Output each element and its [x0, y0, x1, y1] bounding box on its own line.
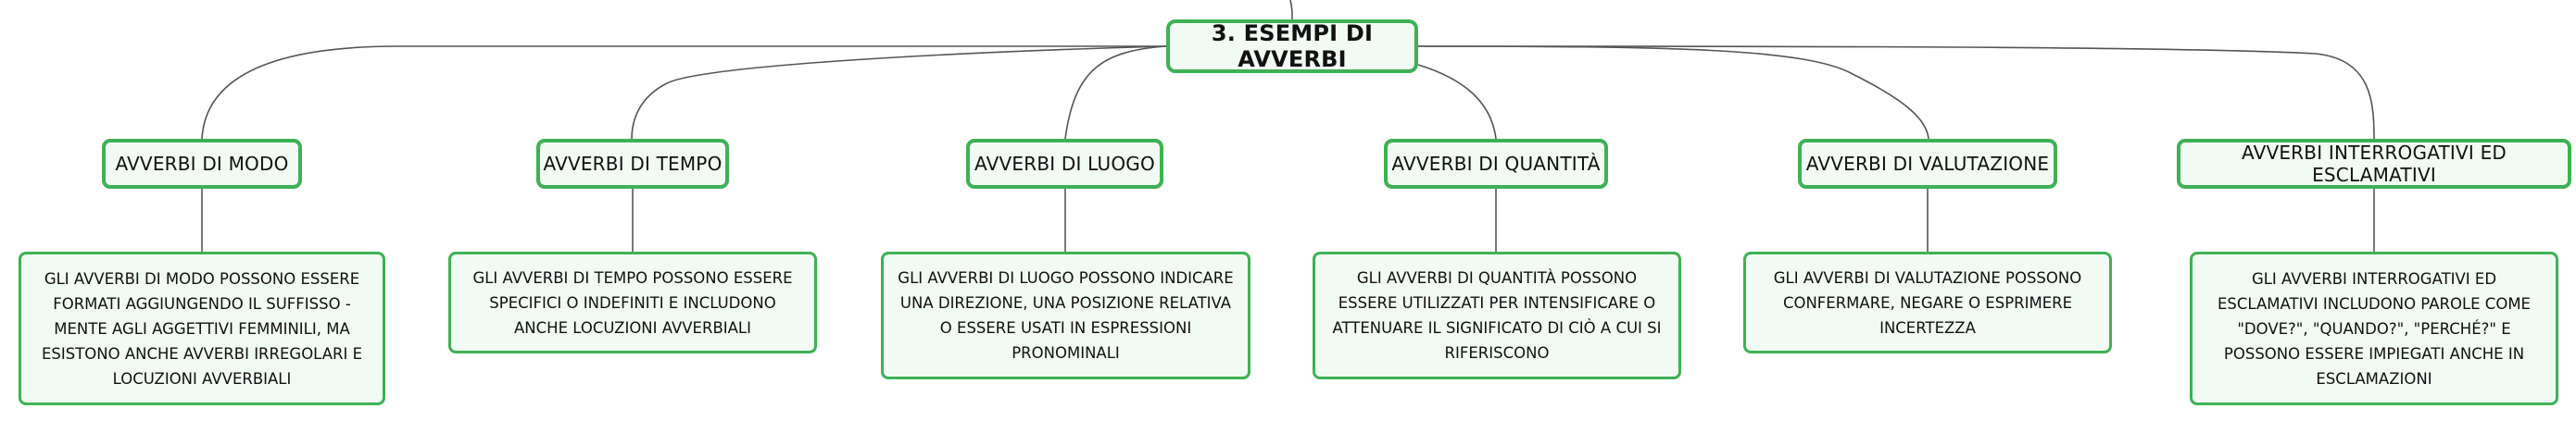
root-node[interactable]: 3. ESEMPI DI AVVERBI	[1166, 19, 1418, 73]
connector-root-tempo	[631, 45, 1167, 140]
node-avverbi-di-luogo[interactable]: AVVERBI DI LUOGO	[966, 139, 1163, 189]
description-avverbi-di-tempo[interactable]: GLI AVVERBI DI TEMPO POSSONO ESSERE SPEC…	[448, 252, 817, 353]
connector-root-modo	[201, 45, 1166, 140]
connector-root-valutazione	[1417, 45, 1929, 140]
description-avverbi-di-valutazione[interactable]: GLI AVVERBI DI VALUTAZIONE POSSONO CONFE…	[1743, 252, 2112, 353]
description-avverbi-di-quantita[interactable]: GLI AVVERBI DI QUANTITÀ POSSONO ESSERE U…	[1313, 252, 1681, 379]
description-avverbi-di-luogo[interactable]: GLI AVVERBI DI LUOGO POSSONO INDICARE UN…	[881, 252, 1250, 379]
parent-connector	[1289, 0, 1293, 20]
description-avverbi-di-modo[interactable]: GLI AVVERBI DI MODO POSSONO ESSERE FORMA…	[19, 252, 385, 405]
connector-root-quantita	[1417, 64, 1497, 140]
description-avverbi-interrogativi-esclamativi[interactable]: GLI AVVERBI INTERROGATIVI ED ESCLAMATIVI…	[2190, 252, 2558, 405]
connector-root-interrogativi	[1417, 45, 2375, 140]
node-avverbi-di-tempo[interactable]: AVVERBI DI TEMPO	[536, 139, 729, 189]
node-avverbi-interrogativi-esclamativi[interactable]: AVVERBI INTERROGATIVI ED ESCLAMATIVI	[2177, 139, 2571, 189]
connector-root-luogo	[1064, 45, 1167, 140]
node-avverbi-di-modo[interactable]: AVVERBI DI MODO	[102, 139, 302, 189]
node-avverbi-di-valutazione[interactable]: AVVERBI DI VALUTAZIONE	[1798, 139, 2057, 189]
node-avverbi-di-quantita[interactable]: AVVERBI DI QUANTITÀ	[1384, 139, 1608, 189]
